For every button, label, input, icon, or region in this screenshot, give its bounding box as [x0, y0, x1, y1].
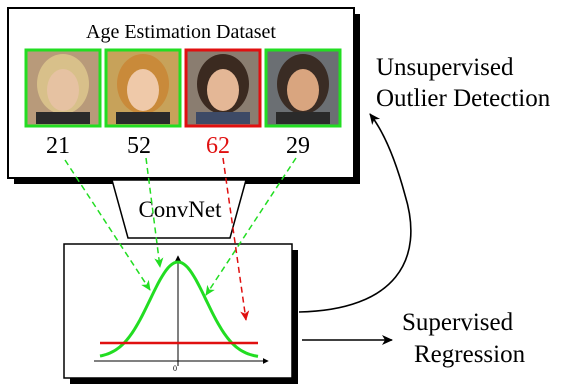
age-label-29: 29 [286, 133, 310, 159]
portrait-face [287, 69, 319, 111]
dataset-title: Age Estimation Dataset [86, 21, 276, 43]
portrait-face [47, 69, 79, 111]
arrow-52-to-plot [145, 157, 164, 268]
portrait-shoulders [276, 112, 330, 124]
age-label-21: 21 [46, 133, 70, 159]
portrait-face [127, 69, 159, 111]
outlier-detection-line2: Outlier Detection [376, 85, 551, 112]
portrait-shoulders [36, 112, 90, 124]
regression-line2: Regression [414, 341, 526, 368]
age-labels: 21 52 62 29 [46, 133, 310, 159]
arrow-21-to-plot [64, 159, 151, 291]
photo-frame-62 [184, 48, 262, 128]
arrow-29-to-plot [205, 157, 297, 296]
portrait-shoulders [196, 112, 250, 124]
regression-line1: Supervised [402, 309, 514, 336]
portrait-shoulders [116, 112, 170, 124]
portrait-face [207, 69, 239, 111]
age-label-52: 52 [127, 133, 151, 159]
photo-frame-21 [24, 48, 102, 128]
age-label-62: 62 [206, 133, 230, 159]
convnet-shape [111, 179, 247, 239]
photo-frame-52 [104, 48, 182, 128]
arrow-62-to-plot [222, 157, 250, 321]
photo-row [24, 48, 342, 128]
photo-frame-29 [264, 48, 342, 128]
outlier-detection-line1: Unsupervised [376, 54, 514, 81]
plot-origin-label: 0 [173, 364, 177, 373]
feedback-arrow [298, 113, 412, 313]
